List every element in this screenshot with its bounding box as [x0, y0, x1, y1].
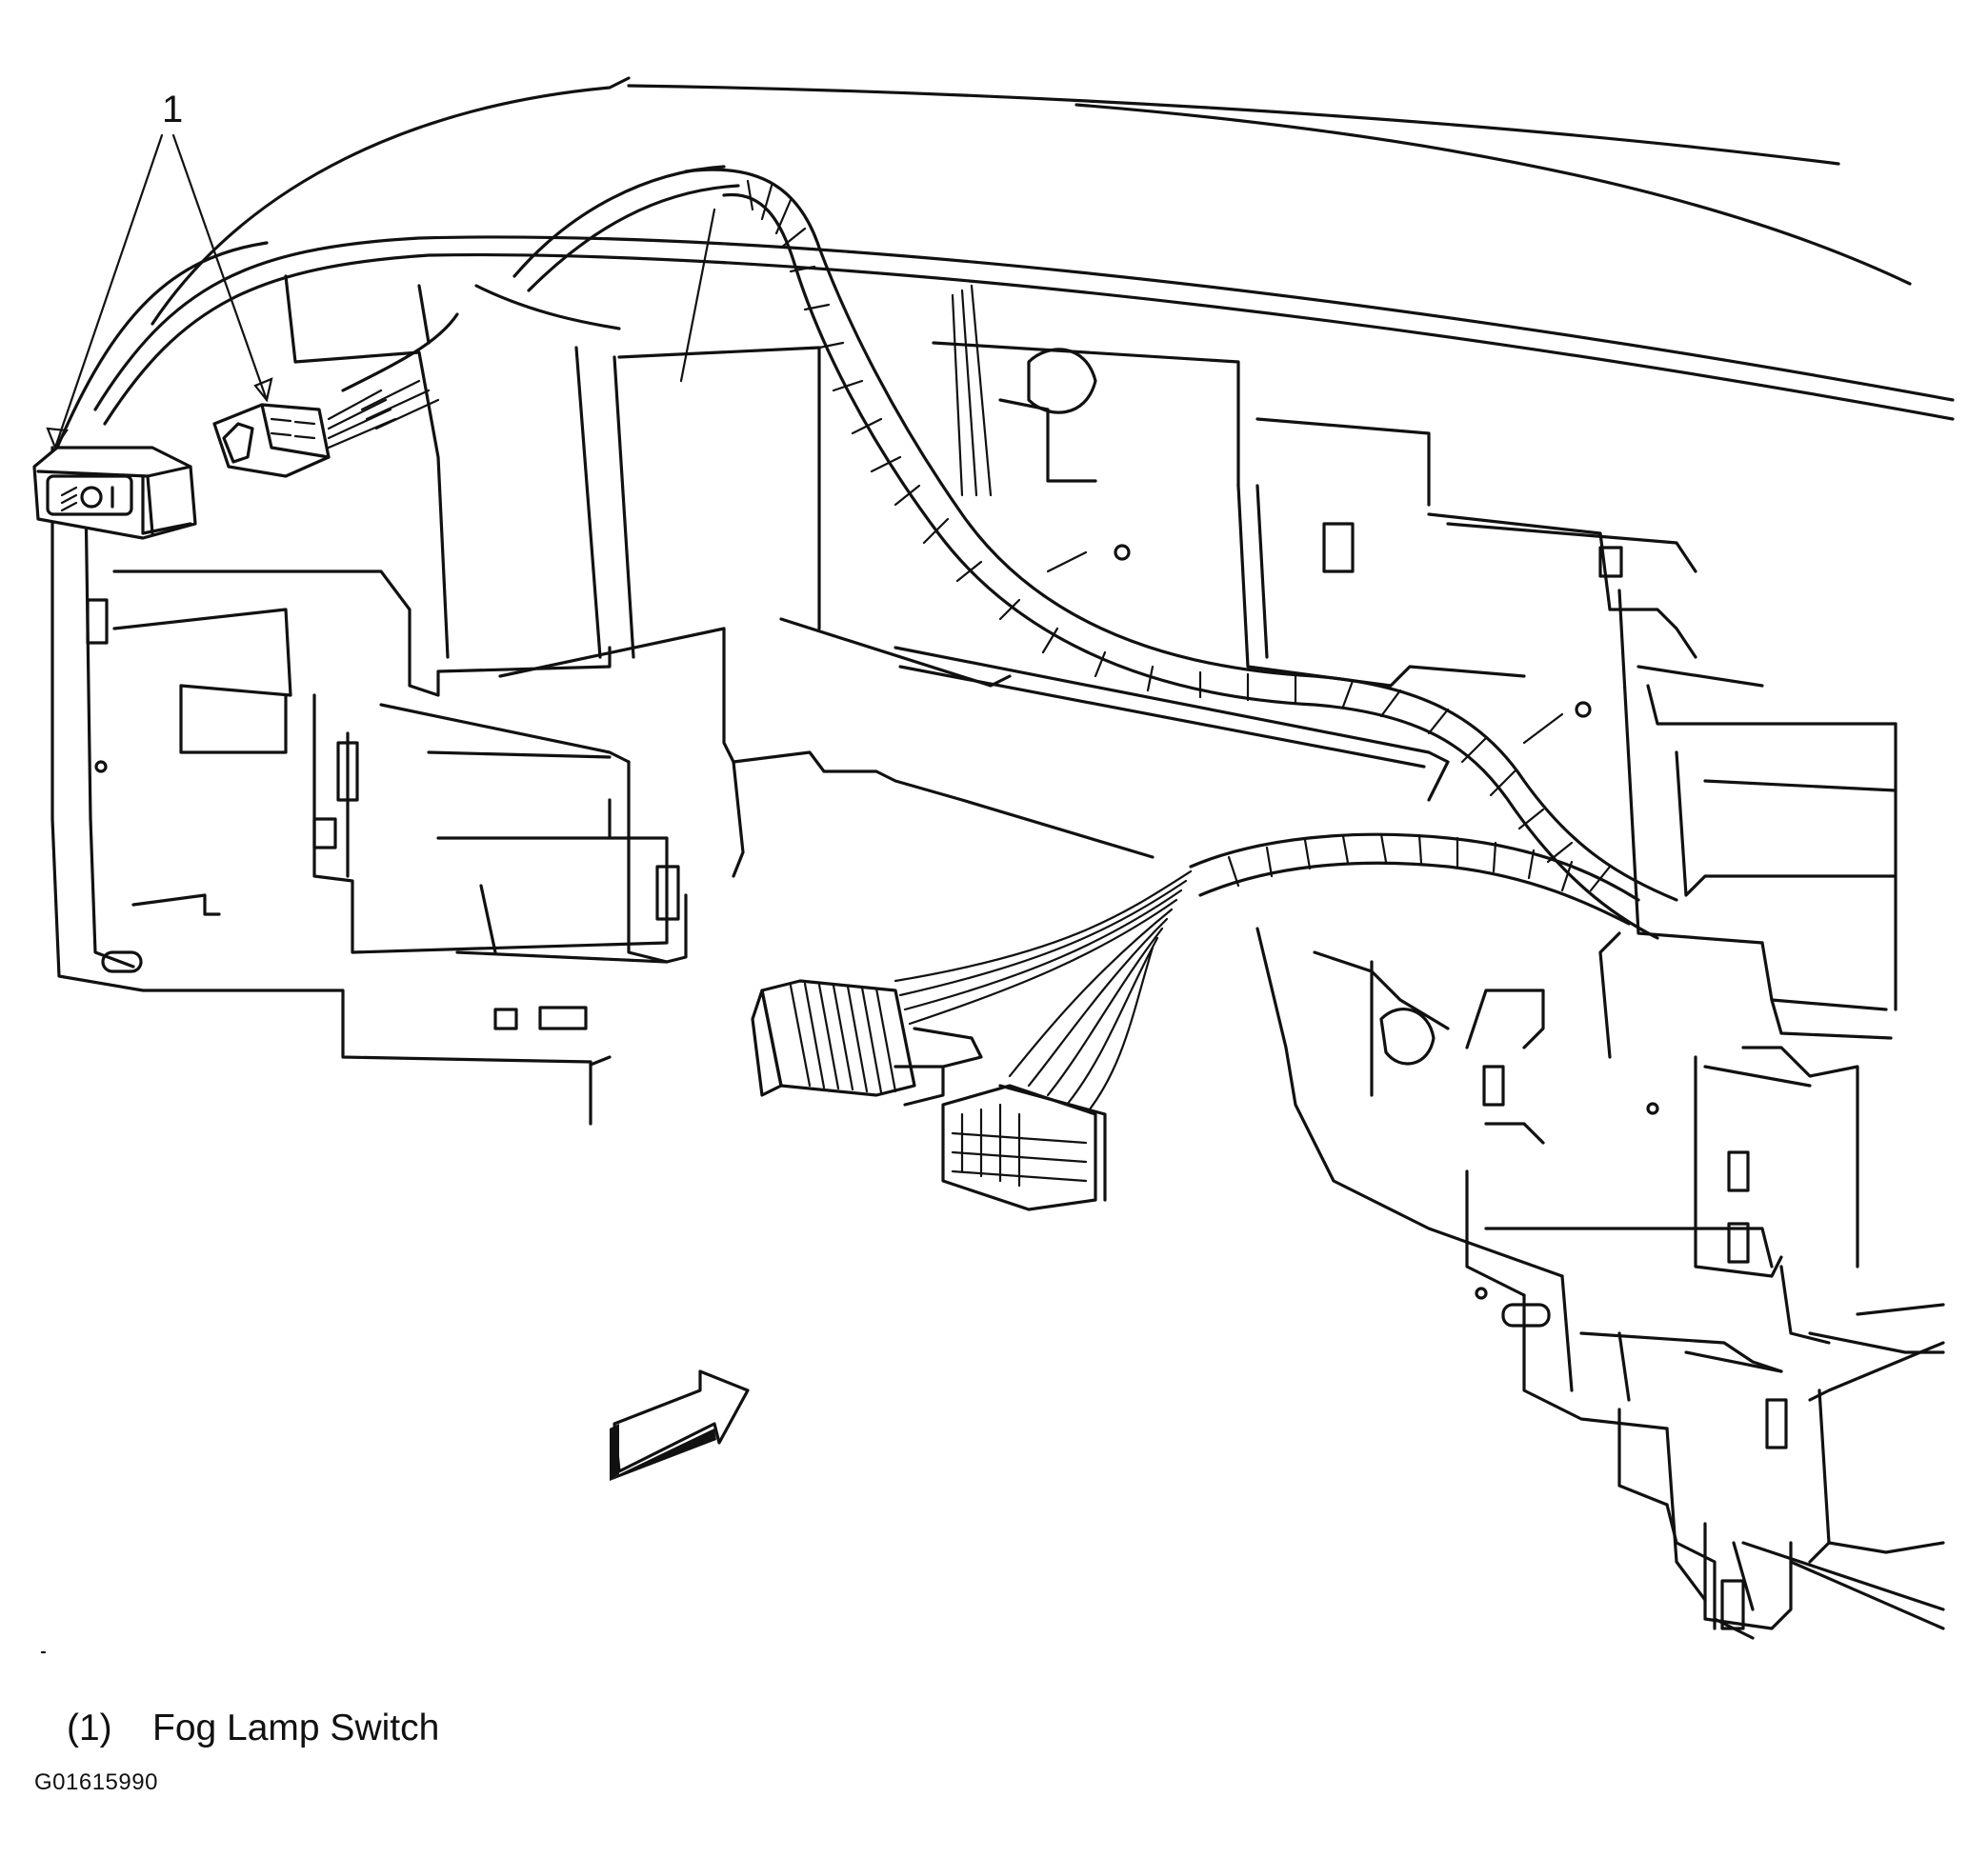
callout-1: 1 [46, 89, 273, 450]
callout-number: 1 [162, 89, 183, 130]
dashboard-top-outline [55, 76, 1955, 450]
fog-lamp-switch-connector [212, 389, 397, 478]
harness-connector-right [941, 1084, 1107, 1211]
legend: (1) Fog Lamp Switch [67, 1708, 439, 1749]
fog-lamp-switch [32, 446, 197, 540]
view-direction-arrow [610, 1369, 750, 1481]
instrument-panel-frame [50, 274, 1945, 1640]
mount-leader-lines [679, 208, 1564, 745]
legend-label: Fog Lamp Switch [152, 1708, 440, 1748]
figure-id: G01615990 [34, 1769, 158, 1795]
harness-connector-left [751, 979, 983, 1107]
wire-harness-upper [341, 165, 1678, 940]
legend-number: (1) [67, 1708, 112, 1748]
wire-harness-lower [894, 832, 1640, 1116]
